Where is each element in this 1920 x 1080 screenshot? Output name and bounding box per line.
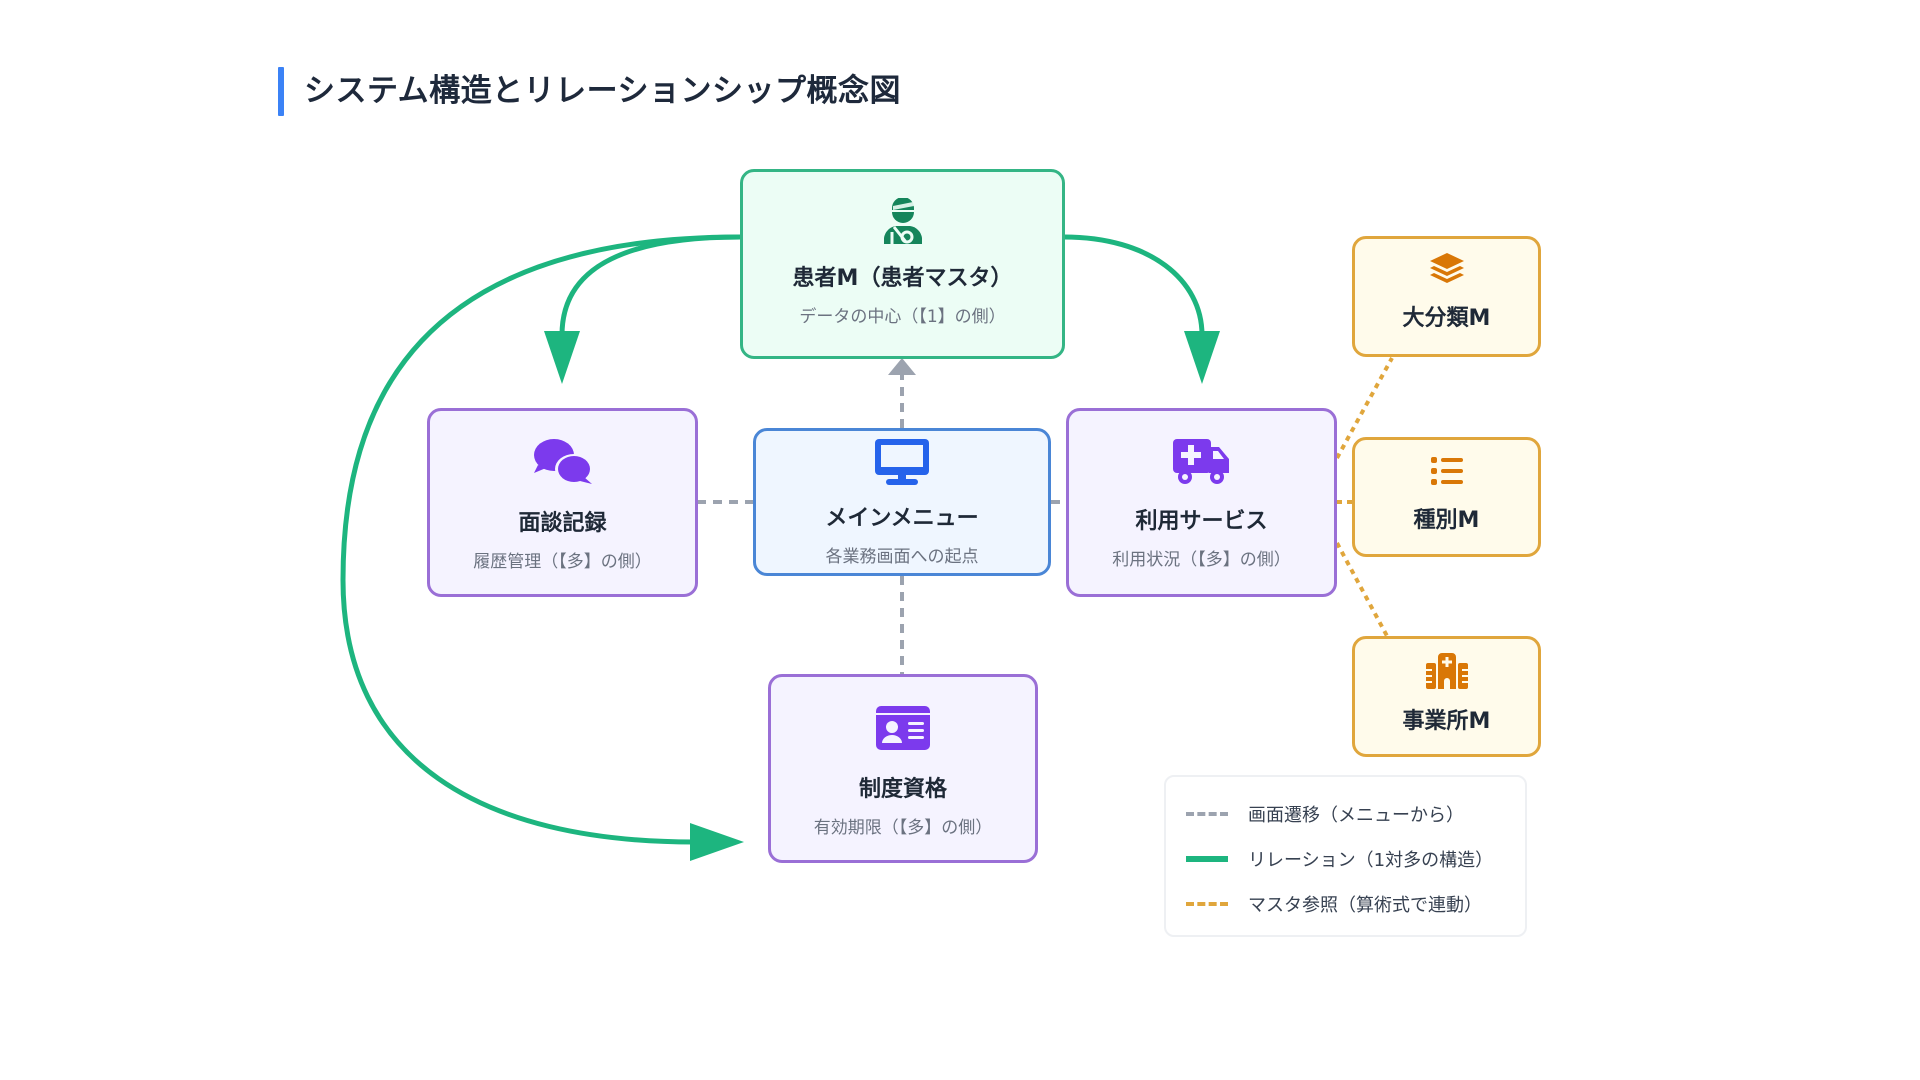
- user-injured-icon: [880, 198, 926, 246]
- node-title: 種別M: [1413, 508, 1480, 533]
- legend-swatch-solid-green: [1186, 855, 1228, 862]
- node-title: 患者M（患者マスタ）: [792, 266, 1013, 291]
- node-category-master[interactable]: 大分類M: [1352, 236, 1541, 357]
- legend-swatch-dashed-gray: [1186, 811, 1228, 816]
- comments-icon: [532, 437, 594, 487]
- node-interview-record[interactable]: 面談記録 履歴管理（【多】の側）: [427, 408, 698, 597]
- list-icon: [1430, 456, 1464, 486]
- node-title: 制度資格: [858, 777, 947, 802]
- layer-group-icon: [1429, 252, 1465, 286]
- node-title: 大分類M: [1402, 306, 1491, 331]
- node-eligibility[interactable]: 制度資格 有効期限（【多】の側）: [768, 674, 1038, 863]
- node-subtitle: 有効期限（【多】の側）: [813, 818, 993, 838]
- node-title: 面談記録: [518, 511, 607, 536]
- relation-arrowhead-interview: [544, 331, 580, 384]
- master-link-office: [1335, 542, 1389, 637]
- legend: 画面遷移（メニューから） リレーション（1対多の構造） マスタ参照（算術式で連動…: [1164, 775, 1527, 937]
- node-service-usage[interactable]: 利用サービス 利用状況（【多】の側）: [1066, 408, 1337, 597]
- node-subtitle: データの中心（【1】の側）: [799, 307, 1006, 327]
- truck-medical-icon: [1171, 437, 1233, 485]
- relation-patient-to-eligibility: [340, 234, 741, 845]
- page-title: システム構造とリレーションシップ概念図: [304, 73, 901, 109]
- node-title: 利用サービス: [1135, 509, 1268, 534]
- nav-arrowhead-patient: [888, 358, 916, 375]
- node-main-menu[interactable]: メインメニュー 各業務画面への起点: [753, 428, 1051, 576]
- relation-arrowhead-service: [1184, 331, 1220, 384]
- relation-arrowhead-eligibility: [690, 823, 744, 861]
- node-office-master[interactable]: 事業所M: [1352, 636, 1541, 757]
- legend-item-master-ref: マスタ参照（算術式で連動）: [1186, 881, 1525, 926]
- title-accent-bar: [278, 67, 284, 116]
- node-subtitle: 履歴管理（【多】の側）: [473, 552, 652, 572]
- node-title: 事業所M: [1402, 709, 1491, 734]
- id-card-icon: [875, 705, 931, 751]
- legend-item-relation: リレーション（1対多の構造）: [1186, 836, 1525, 881]
- legend-item-navigation: 画面遷移（メニューから）: [1186, 791, 1525, 836]
- relation-patient-to-service: [1063, 234, 1205, 336]
- legend-swatch-dotted-orange: [1186, 901, 1228, 906]
- legend-label: マスタ参照（算術式で連動）: [1248, 894, 1482, 916]
- node-patient-master[interactable]: 患者M（患者マスタ） データの中心（【1】の側）: [740, 169, 1065, 359]
- legend-label: リレーション（1対多の構造）: [1248, 849, 1494, 871]
- legend-label: 画面遷移（メニューから）: [1248, 804, 1464, 826]
- hospital-icon: [1425, 653, 1469, 689]
- node-type-master[interactable]: 種別M: [1352, 437, 1541, 557]
- node-subtitle: 利用状況（【多】の側）: [1112, 550, 1291, 570]
- desktop-icon: [874, 438, 930, 486]
- node-subtitle: 各業務画面への起点: [825, 547, 979, 567]
- node-title: メインメニュー: [825, 506, 979, 531]
